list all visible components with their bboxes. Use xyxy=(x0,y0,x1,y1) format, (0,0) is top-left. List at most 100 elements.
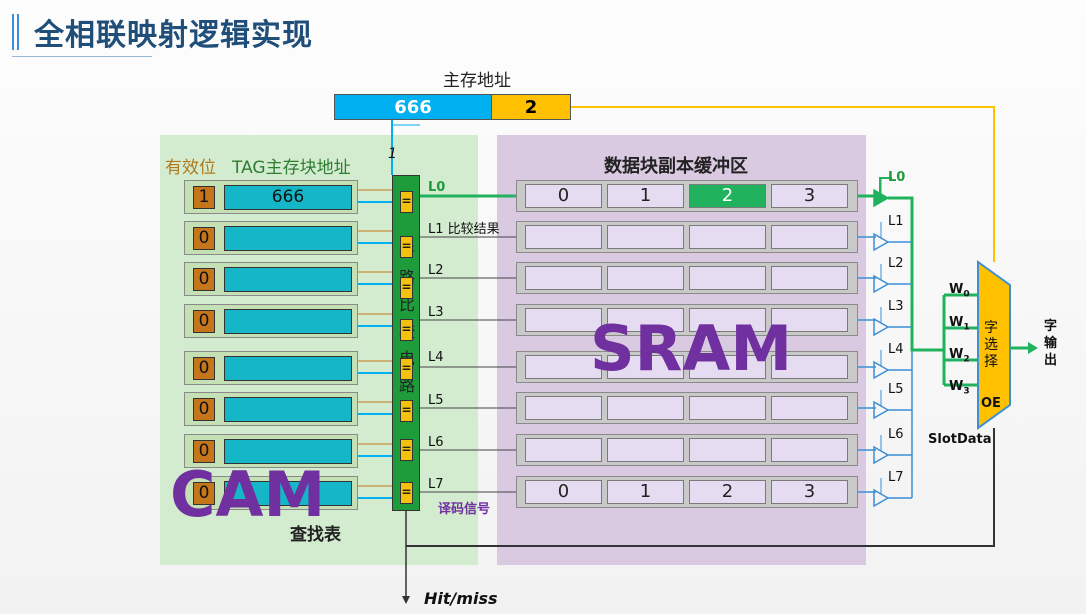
gate-label: L7 xyxy=(888,470,904,485)
lookup-label: 查找表 xyxy=(290,525,341,545)
sram-cell xyxy=(771,396,848,420)
comparator-eq: = xyxy=(400,439,413,461)
gate-label: L4 xyxy=(888,342,904,357)
sram-cell xyxy=(525,396,602,420)
sram-cell xyxy=(525,225,602,249)
line-label: L1 比较结果 xyxy=(428,222,500,237)
line-label: L2 xyxy=(428,263,444,278)
cam-valid-bit: 0 xyxy=(193,268,215,291)
sram-cell xyxy=(689,266,766,290)
sram-row xyxy=(516,351,858,383)
sram-cell xyxy=(607,308,684,332)
sram-cell xyxy=(525,355,602,379)
sram-row xyxy=(516,392,858,424)
hitmiss-label: Hit/miss xyxy=(424,589,498,608)
mux-input-subscript: 1 xyxy=(963,322,970,333)
line-label: L5 xyxy=(428,393,444,408)
cam-tag-cell xyxy=(224,309,352,334)
sram-row xyxy=(516,434,858,466)
sram-cell xyxy=(689,438,766,462)
sram-title: 数据块副本缓冲区 xyxy=(604,156,748,177)
cam-row: 0 xyxy=(184,434,358,468)
comparator-eq: = xyxy=(400,236,413,258)
address-tag-field: 666 xyxy=(334,94,492,120)
cam-tag-header: TAG主存块地址 xyxy=(232,158,351,178)
cam-valid-bit: 0 xyxy=(193,357,215,380)
sram-cell xyxy=(771,438,848,462)
mux-input-subscript: 0 xyxy=(963,289,970,300)
sram-cell xyxy=(689,355,766,379)
sram-cell xyxy=(525,266,602,290)
cam-valid-bit: 1 xyxy=(193,186,215,209)
mux-oe-label: OE xyxy=(981,396,1001,411)
sram-cell: 3 xyxy=(771,480,848,504)
mux-input-letter: W xyxy=(949,379,964,394)
mux-input-label: W3 xyxy=(949,379,970,397)
comparator-mark: 1 xyxy=(388,146,397,162)
cam-valid-bit: 0 xyxy=(193,440,215,463)
line-label: L6 xyxy=(428,435,444,450)
cam-tag-cell: 666 xyxy=(224,185,352,210)
mux-input-label: W2 xyxy=(949,347,970,365)
address-offset-field: 2 xyxy=(491,94,571,120)
mux-input-letter: W xyxy=(949,282,964,297)
mux-label: 字选择 xyxy=(984,320,998,370)
sram-cell xyxy=(689,225,766,249)
title-underline xyxy=(12,56,152,57)
cam-row: 0 xyxy=(184,221,358,255)
mux-input-subscript: 3 xyxy=(963,386,970,397)
cam-row: 0 xyxy=(184,304,358,338)
gate-label: L0 xyxy=(888,170,906,185)
decode-label: 译码信号 xyxy=(438,502,491,517)
line-label: L7 xyxy=(428,477,444,492)
cam-tag-cell xyxy=(224,439,352,464)
cam-tag-cell xyxy=(224,267,352,292)
sram-cell xyxy=(607,438,684,462)
sram-cell: 1 xyxy=(607,480,684,504)
gate-label: L3 xyxy=(888,299,904,314)
cam-row: 0 xyxy=(184,351,358,385)
sram-cell: 0 xyxy=(525,480,602,504)
title-bars-icon xyxy=(12,14,19,50)
sram-cell xyxy=(689,396,766,420)
sram-cell xyxy=(525,308,602,332)
comparator-eq: = xyxy=(400,400,413,422)
mux-input-letter: W xyxy=(949,347,964,362)
comparator-eq: = xyxy=(400,191,413,213)
cam-tag-cell xyxy=(224,481,352,506)
sram-cell xyxy=(607,355,684,379)
line-label: L3 xyxy=(428,305,444,320)
comparator-eq: = xyxy=(400,319,413,341)
sram-cell xyxy=(607,396,684,420)
cam-valid-bit: 0 xyxy=(193,482,215,505)
gate-label: L1 xyxy=(888,214,904,229)
mux-input-subscript: 2 xyxy=(963,354,970,365)
sram-cell: 2 xyxy=(689,480,766,504)
cam-row: 0 xyxy=(184,392,358,426)
gate-label: L5 xyxy=(888,382,904,397)
sram-cell xyxy=(771,355,848,379)
sram-cell xyxy=(525,438,602,462)
sram-big-label: SRAM xyxy=(590,312,793,385)
cam-valid-bit: 0 xyxy=(193,227,215,250)
word-output-label: 字输出 xyxy=(1044,319,1058,368)
sram-cell xyxy=(771,308,848,332)
sram-cell: 3 xyxy=(771,184,848,208)
sram-cell xyxy=(771,266,848,290)
gate-label: L6 xyxy=(888,427,904,442)
sram-row xyxy=(516,262,858,294)
cam-tag-cell xyxy=(224,226,352,251)
address-caption: 主存地址 xyxy=(443,71,511,91)
mux-input-label: W1 xyxy=(949,315,970,333)
line-label: L0 xyxy=(428,180,446,195)
cam-tag-cell xyxy=(224,356,352,381)
sram-row xyxy=(516,221,858,253)
cam-row: 0 xyxy=(184,262,358,296)
mux-input-label: W0 xyxy=(949,282,970,300)
cam-big-label: CAM xyxy=(170,458,326,531)
comparator-eq: = xyxy=(400,277,413,299)
sram-cell xyxy=(607,225,684,249)
